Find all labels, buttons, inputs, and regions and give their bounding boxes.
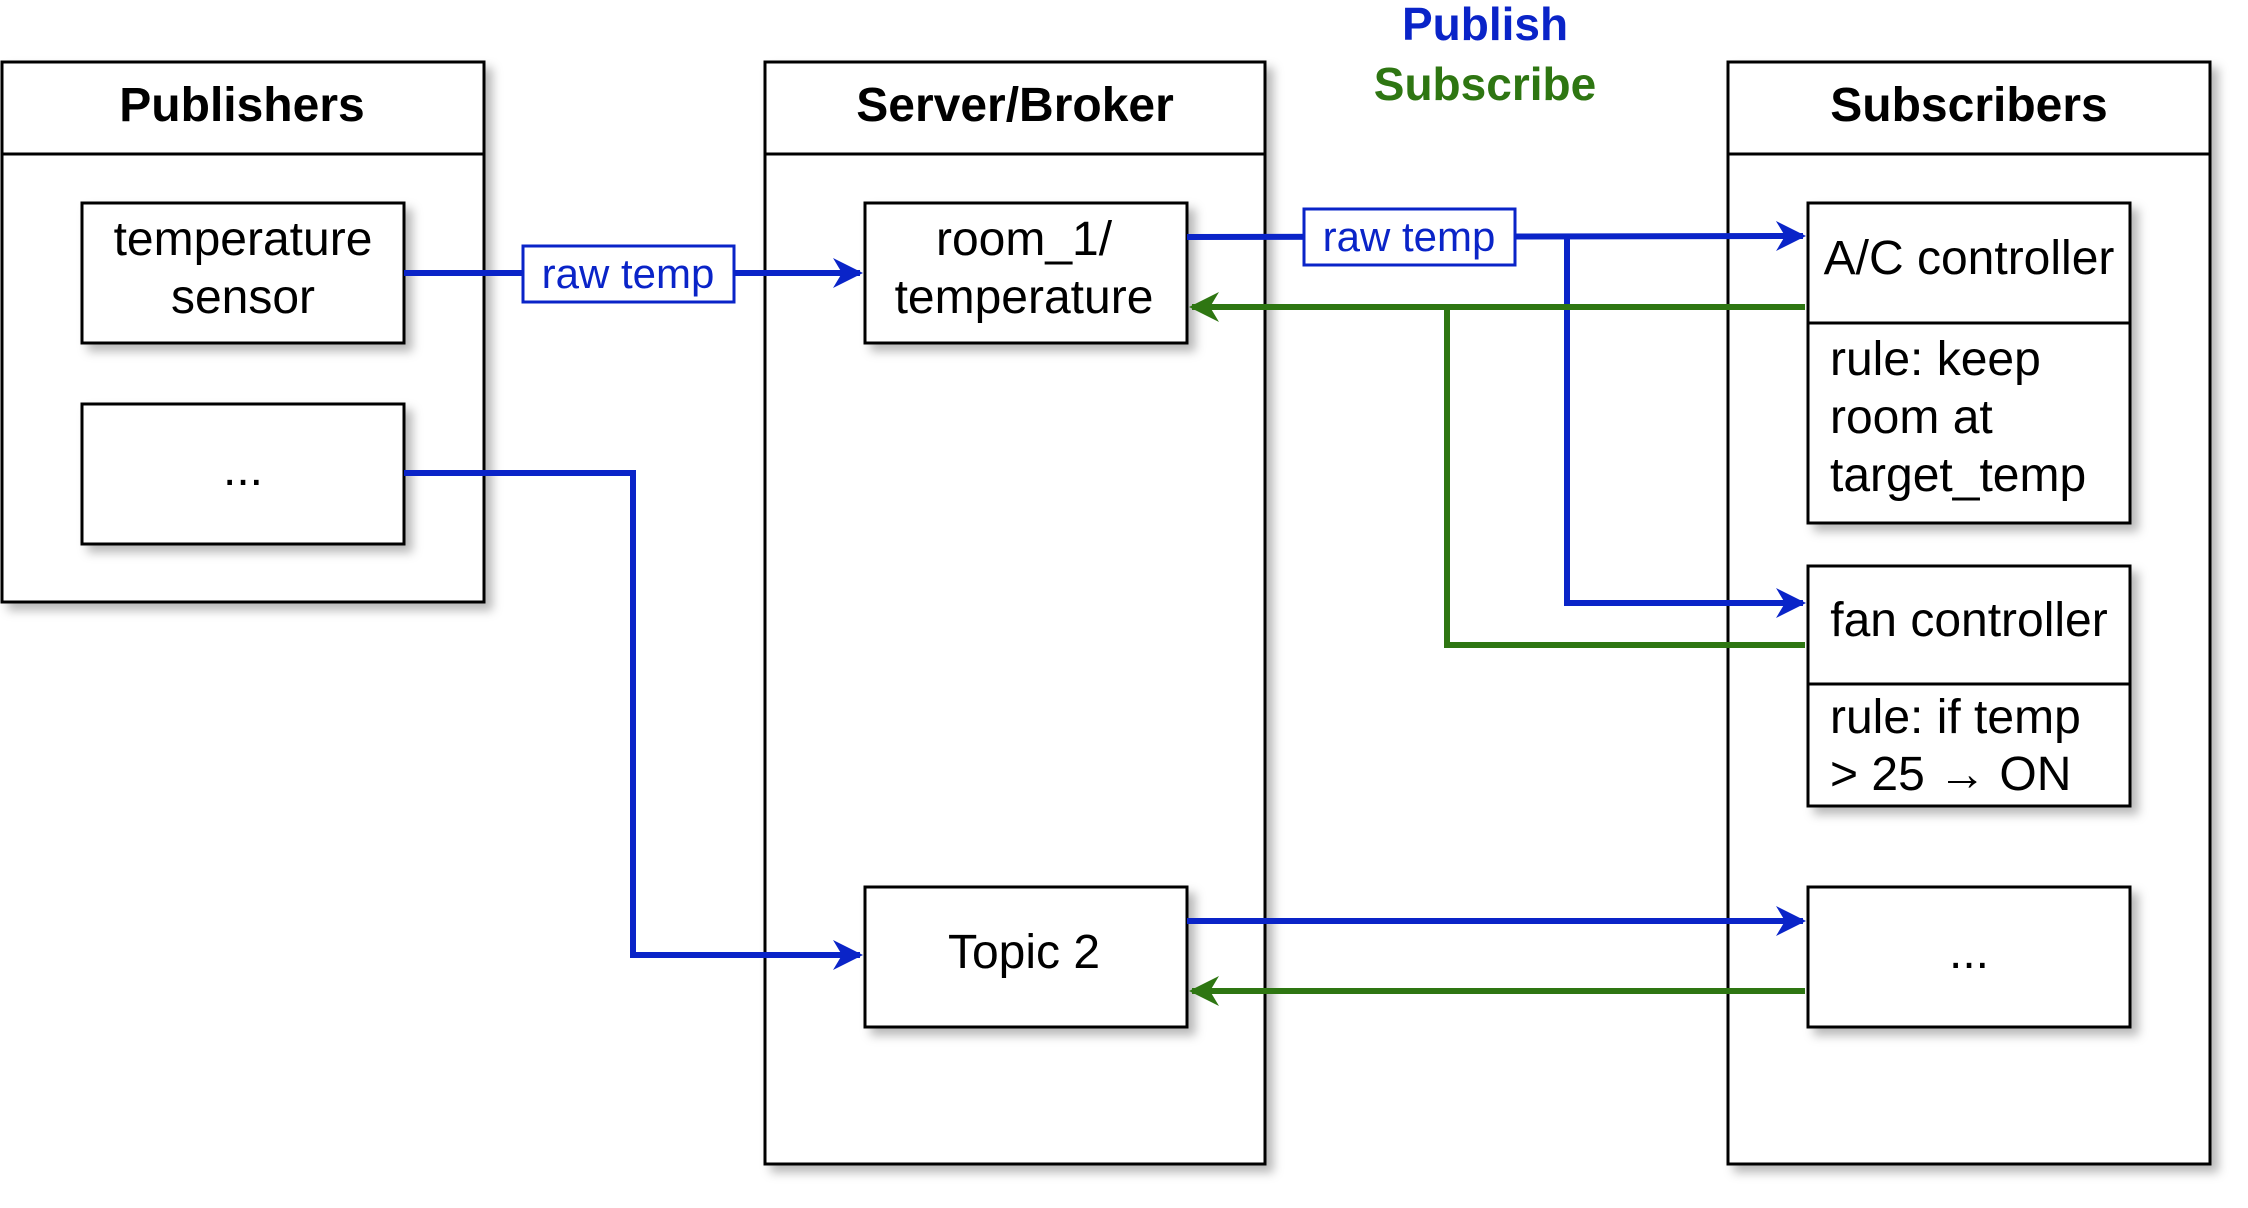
other-publisher-label: ... [223, 443, 263, 496]
subscribers-lane-title: Subscribers [1830, 79, 2107, 132]
legend-subscribe: Subscribe [1374, 58, 1596, 110]
room-temperature-topic-line2: temperature [895, 271, 1154, 324]
edge-label-topic-raw-temp: raw temp [1302, 207, 1517, 267]
ac-controller-label: A/C controller [1824, 232, 2115, 285]
ac-controller-rule-line3: target_temp [1830, 449, 2086, 502]
fan-controller-rule-line1: rule: if temp [1830, 691, 2081, 744]
temperature-sensor-label-line1: temperature [114, 213, 373, 266]
topic2-label: Topic 2 [948, 926, 1100, 979]
topic2-node[interactable]: Topic 2 [863, 885, 1189, 1029]
publishers-lane-title: Publishers [119, 79, 364, 132]
other-subscriber-label: ... [1949, 926, 1989, 979]
edge-topic-to-fan-controller [1564, 237, 1806, 618]
edge-other-publisher-to-topic2 [404, 470, 863, 970]
svg-text:raw temp: raw temp [1323, 213, 1496, 260]
temperature-sensor-node[interactable]: temperature sensor [80, 201, 406, 345]
edge-fan-controller-subscribe [1444, 307, 1805, 648]
svg-text:raw temp: raw temp [542, 250, 715, 297]
room-temperature-topic-line1: room_1/ [936, 213, 1113, 266]
fan-controller-node[interactable]: fan controller rule: if temp > 25 → ON [1806, 564, 2132, 808]
fan-controller-label: fan controller [1830, 594, 2107, 647]
ac-controller-rule-line1: rule: keep [1830, 333, 2041, 386]
edge-label-sensor-raw-temp: raw temp [521, 244, 736, 304]
room-temperature-topic-node[interactable]: room_1/ temperature [863, 201, 1189, 345]
ac-controller-node[interactable]: A/C controller rule: keep room at target… [1806, 201, 2132, 525]
other-subscriber-node[interactable]: ... [1806, 885, 2132, 1029]
legend-publish: Publish [1402, 0, 1568, 50]
fan-controller-rule-line2: > 25 → ON [1830, 748, 2071, 801]
ac-controller-rule-line2: room at [1830, 391, 1993, 444]
temperature-sensor-label-line2: sensor [171, 271, 315, 324]
broker-lane-title: Server/Broker [856, 79, 1174, 132]
other-publisher-node[interactable]: ... [80, 402, 406, 546]
